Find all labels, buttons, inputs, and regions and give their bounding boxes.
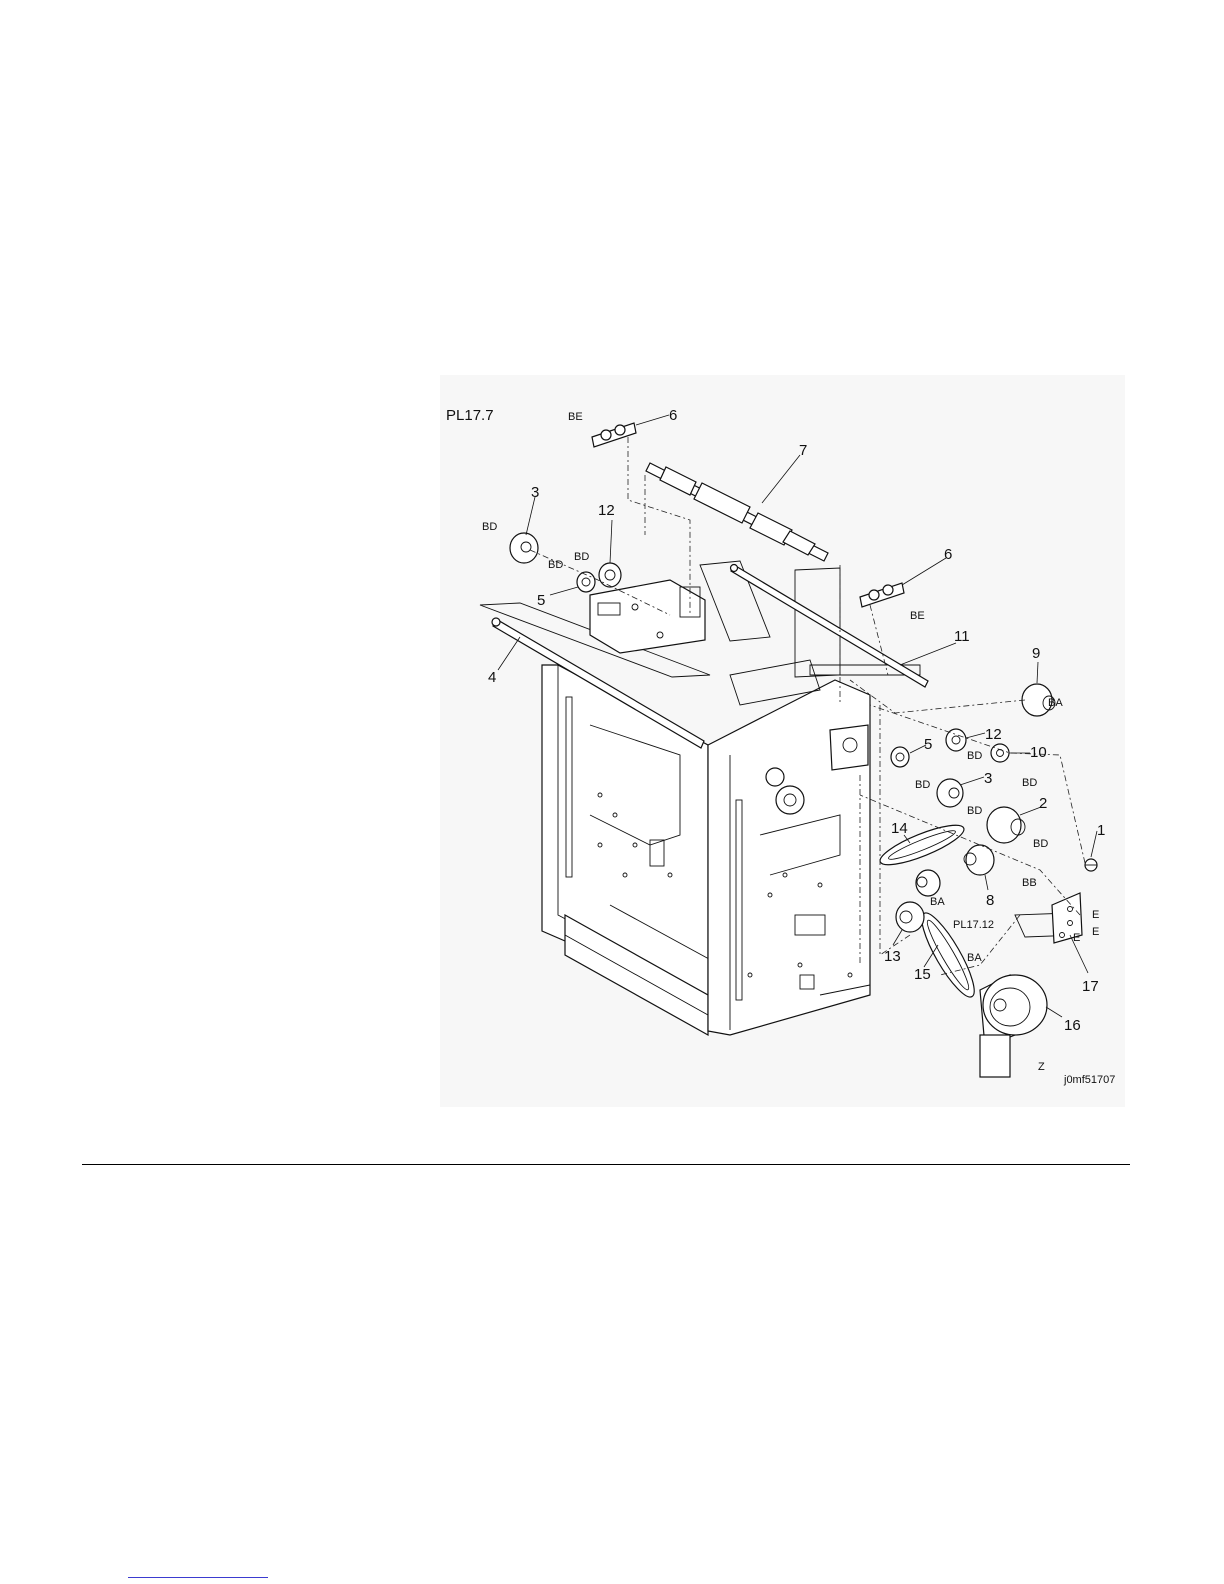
belt-14 bbox=[876, 818, 968, 872]
callout-12-right: 12 bbox=[985, 726, 1002, 743]
tag-bd-3-right: BD bbox=[967, 805, 982, 817]
callout-6-upper: 6 bbox=[669, 407, 677, 424]
tag-bd-bearing-upper: BD bbox=[548, 559, 563, 571]
callout-17: 17 bbox=[1082, 978, 1099, 995]
callout-1: 1 bbox=[1097, 822, 1105, 839]
upper-bracket bbox=[590, 580, 705, 653]
motor-16 bbox=[980, 975, 1047, 1077]
callout-9: 9 bbox=[1032, 645, 1040, 662]
tag-ba-9: BA bbox=[1048, 697, 1063, 709]
frame-right-panel bbox=[708, 680, 870, 1035]
callout-11: 11 bbox=[954, 628, 970, 645]
tag-bb: BB bbox=[1022, 877, 1037, 889]
tag-be-lower: BE bbox=[910, 610, 925, 622]
footer-link-underline[interactable] bbox=[128, 1577, 268, 1578]
callout-5-upper: 5 bbox=[537, 592, 545, 609]
tag-bd-2: BD bbox=[1033, 838, 1048, 850]
tag-e-2: E bbox=[1092, 926, 1099, 938]
tag-bd-10-left: BD bbox=[967, 750, 982, 762]
callout-3-right: 3 bbox=[984, 770, 992, 787]
roller-shaft-7 bbox=[646, 463, 828, 561]
callout-8: 8 bbox=[986, 892, 994, 909]
callout-5-right: 5 bbox=[924, 736, 932, 753]
callout-13: 13 bbox=[884, 948, 901, 965]
callout-3-upper: 3 bbox=[531, 484, 539, 501]
figure-id: j0mf51707 bbox=[1063, 1074, 1115, 1086]
callout-10: 10 bbox=[1030, 744, 1047, 761]
parts-diagram: PL17.7 bbox=[440, 375, 1125, 1107]
shaft-11 bbox=[731, 565, 929, 688]
tag-bd-cam-upper: BD bbox=[482, 521, 497, 533]
tag-e-3: E bbox=[1073, 932, 1080, 944]
exploded-view-drawing: PL17.7 bbox=[440, 375, 1125, 1107]
callout-15: 15 bbox=[914, 966, 931, 983]
tag-ba-gear: BA bbox=[930, 896, 945, 908]
tag-z: Z bbox=[1038, 1061, 1045, 1073]
callout-14: 14 bbox=[891, 820, 908, 837]
tag-bd-5-right: BD bbox=[915, 779, 930, 791]
callout-4: 4 bbox=[488, 669, 496, 686]
callout-16: 16 bbox=[1064, 1017, 1081, 1034]
cross-reference: PL17.12 bbox=[953, 919, 994, 931]
horizontal-rule bbox=[82, 1164, 1130, 1165]
tag-e-1: E bbox=[1092, 909, 1099, 921]
callout-6-lower: 6 bbox=[944, 546, 952, 563]
plate-reference: PL17.7 bbox=[446, 407, 494, 424]
tag-bd-gear-upper: BD bbox=[574, 551, 589, 563]
callout-12-upper: 12 bbox=[598, 502, 615, 519]
callout-2: 2 bbox=[1039, 795, 1047, 812]
tag-ba-belt: BA bbox=[967, 952, 982, 964]
tag-be-upper: BE bbox=[568, 411, 583, 423]
tag-bd-10-right: BD bbox=[1022, 777, 1037, 789]
callout-7: 7 bbox=[799, 442, 807, 459]
